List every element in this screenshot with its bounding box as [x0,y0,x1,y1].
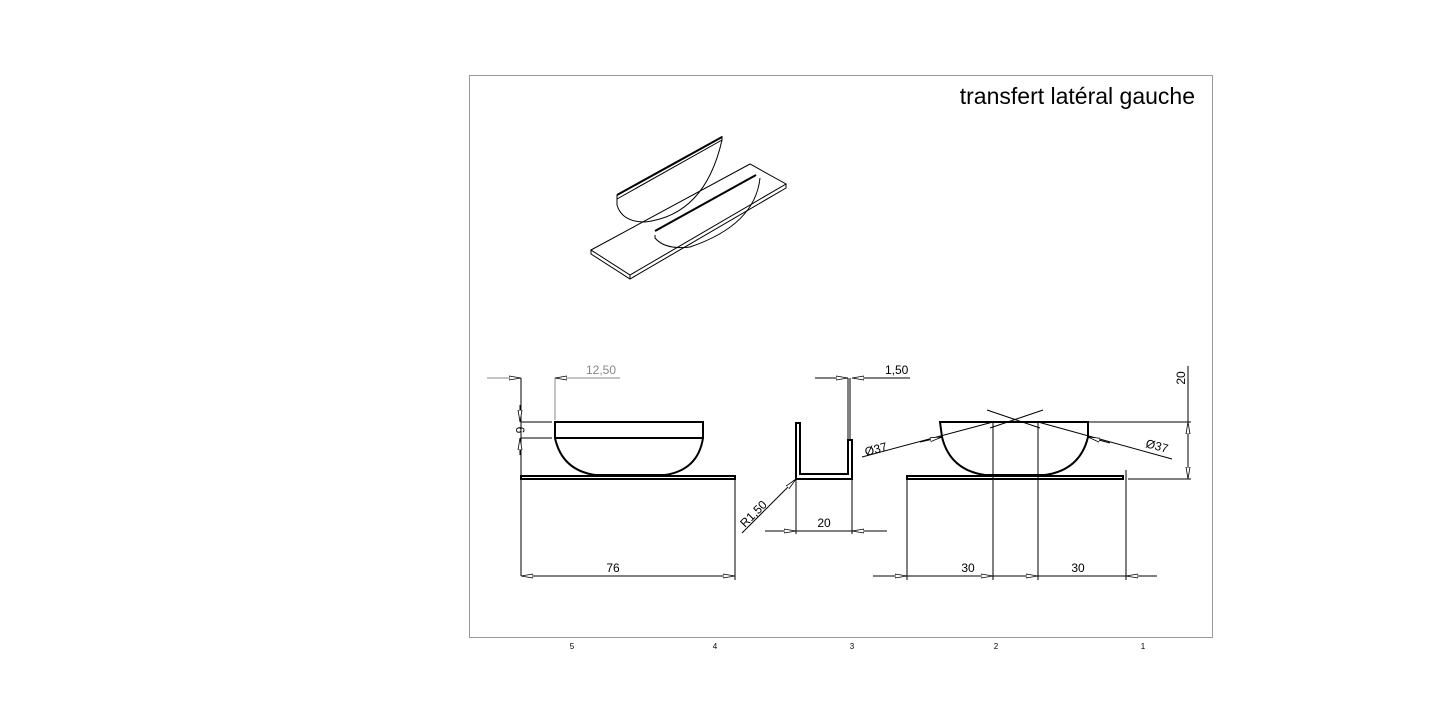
zone-label: 4 [713,642,718,651]
dim-thickness-label: 1,50 [885,363,909,377]
zone-label: 5 [570,642,575,651]
zone-label: 3 [850,642,855,651]
isometric-view [590,136,788,280]
dim-spacing-left-label: 30 [961,561,975,575]
sheet-title: transfert latéral gauche [960,83,1195,109]
zone-label: 2 [994,642,999,651]
dim-diameter-right-label: Ø37 [1144,436,1170,455]
zone-label: 1 [1141,642,1146,651]
dim-width-label: 20 [817,516,831,530]
zone-labels: 5 4 3 2 1 [570,642,1146,651]
front-view: 12,50 6 76 [487,363,736,580]
dim-diameter-left-label: Ø37 [863,439,889,458]
sheet-border [469,75,1213,638]
dim-spacing-right-label: 30 [1071,561,1085,575]
right-view: Ø37 Ø37 20 30 30 [861,366,1191,580]
dim-offset-label: 12,50 [586,363,616,377]
dim-height-label: 6 [513,427,527,434]
dim-right-height-label: 20 [1174,371,1188,385]
dim-length-label: 76 [606,561,620,575]
dim-radius-label: R1,50 [737,497,770,530]
